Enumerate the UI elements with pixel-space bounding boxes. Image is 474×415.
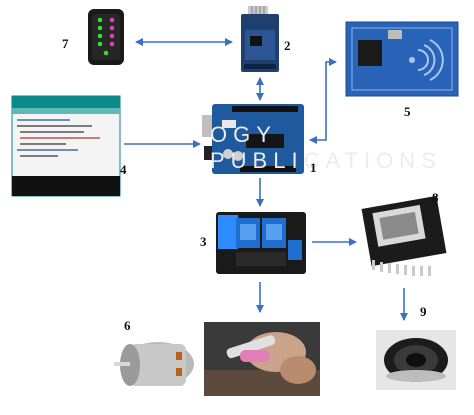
remote-control-icon	[88, 9, 124, 65]
connection-arrows	[124, 38, 408, 321]
dc-motor-icon	[112, 322, 204, 396]
label-dc-motor: 6	[124, 318, 131, 333]
label-relay-module: 3	[200, 234, 207, 249]
toothbrush-photo-icon	[204, 322, 320, 396]
label-speaker: 9	[420, 304, 427, 319]
arrow-rfid-board	[309, 58, 337, 144]
label-mp3-module: 8	[432, 190, 439, 205]
rfid-reader-icon	[345, 21, 459, 97]
label-bluetooth-module: 2	[284, 38, 291, 53]
bluetooth-module-icon	[241, 6, 279, 72]
code-editor-icon	[11, 95, 121, 197]
microcontroller-board-icon	[202, 104, 304, 174]
label-arduino-board: 1	[310, 160, 317, 175]
relay-module-icon	[216, 212, 306, 274]
publisher-watermark: OGY PUBLICATIONS	[210, 122, 442, 173]
label-rfid-reader: 5	[404, 104, 411, 119]
label-code-editor: 4	[120, 162, 127, 177]
speaker-icon	[376, 330, 456, 390]
label-remote-control: 7	[62, 36, 69, 51]
mp3-module-icon	[361, 195, 447, 276]
